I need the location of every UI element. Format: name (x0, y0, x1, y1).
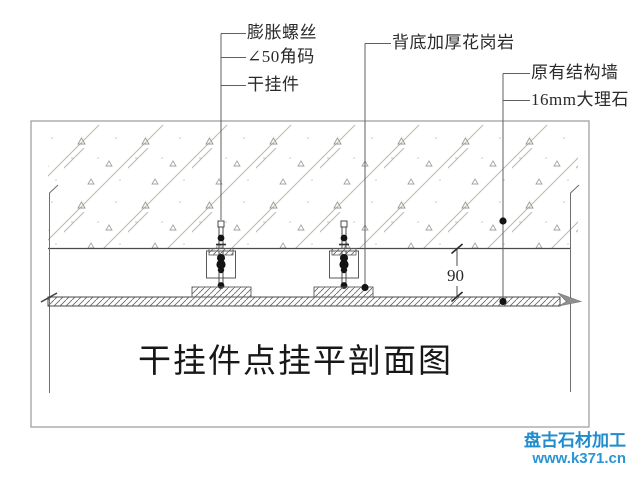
watermark-url: www.k371.cn (532, 450, 626, 467)
marble-panel (40, 292, 583, 307)
label-marble-panel: 16mm大理石 (531, 90, 629, 109)
dim-tick-bottom (450, 291, 464, 303)
reference-dot-wall (499, 217, 507, 225)
watermark-brand: 盘古石材加工 (524, 431, 626, 450)
dim-tick-top (450, 243, 464, 255)
right-section-line (570, 184, 580, 392)
bolt-nut (340, 234, 348, 242)
hanger-assembly-1 (191, 220, 252, 298)
drawing-title: 干挂件点挂平剖面图 (138, 344, 453, 380)
dimension-value: 90 (445, 266, 466, 286)
hanger-assembly-2 (313, 220, 374, 298)
label-structural-wall: 原有结构墙 (531, 63, 619, 82)
leader-granite-backing (361, 43, 391, 292)
bolt-nut (217, 234, 225, 242)
label-expansion-screw: 膨胀螺丝 (247, 23, 317, 42)
label-dry-hanger: 干挂件 (247, 75, 300, 94)
reference-dot (361, 283, 369, 292)
leader-left-group (220, 33, 246, 220)
granite-backing-pad (191, 286, 252, 298)
label-angle-code: ∠50角码 (247, 47, 315, 66)
break-tick-left (40, 292, 58, 303)
granite-backing-pad (313, 286, 374, 298)
watermark: 盘古石材加工 www.k371.cn (524, 431, 626, 467)
anchor-bolt-head (340, 220, 348, 228)
structural-wall-hatch (48, 125, 578, 248)
panel-continuation-arrow-icon (557, 292, 583, 307)
label-granite-backing: 背底加厚花岗岩 (392, 33, 515, 52)
left-section-line (49, 184, 59, 393)
reference-dot-marble (499, 297, 507, 306)
leader-right-group (499, 73, 530, 306)
drawing-border (30, 120, 590, 428)
anchor-bolt-head (217, 220, 225, 228)
